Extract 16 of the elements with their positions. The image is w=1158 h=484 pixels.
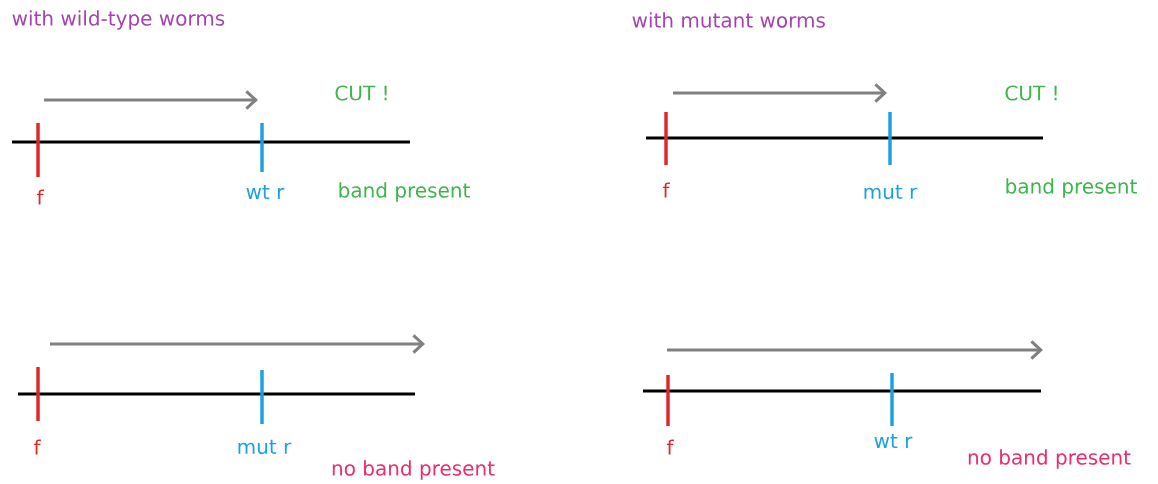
heading: with wild-type worms [12, 10, 225, 30]
primer-label: f [662, 182, 670, 198]
primer-label: mut r [864, 184, 918, 200]
heading: with mutant worms [632, 12, 825, 28]
result-label: no band present [968, 449, 1131, 469]
primer-label: f [36, 189, 44, 205]
primer-label: wt r [246, 185, 285, 199]
primer-label: f [33, 439, 41, 455]
primer-label: f [666, 439, 674, 455]
primer-label: wt r [874, 434, 913, 448]
cut-note: CUT ! [1005, 85, 1057, 101]
result-label: band present [1006, 178, 1137, 198]
result-label: band present [339, 182, 470, 202]
cut-note: CUT ! [335, 85, 387, 101]
result-label: no band present [332, 460, 495, 480]
primer-label: mut r [238, 439, 292, 455]
